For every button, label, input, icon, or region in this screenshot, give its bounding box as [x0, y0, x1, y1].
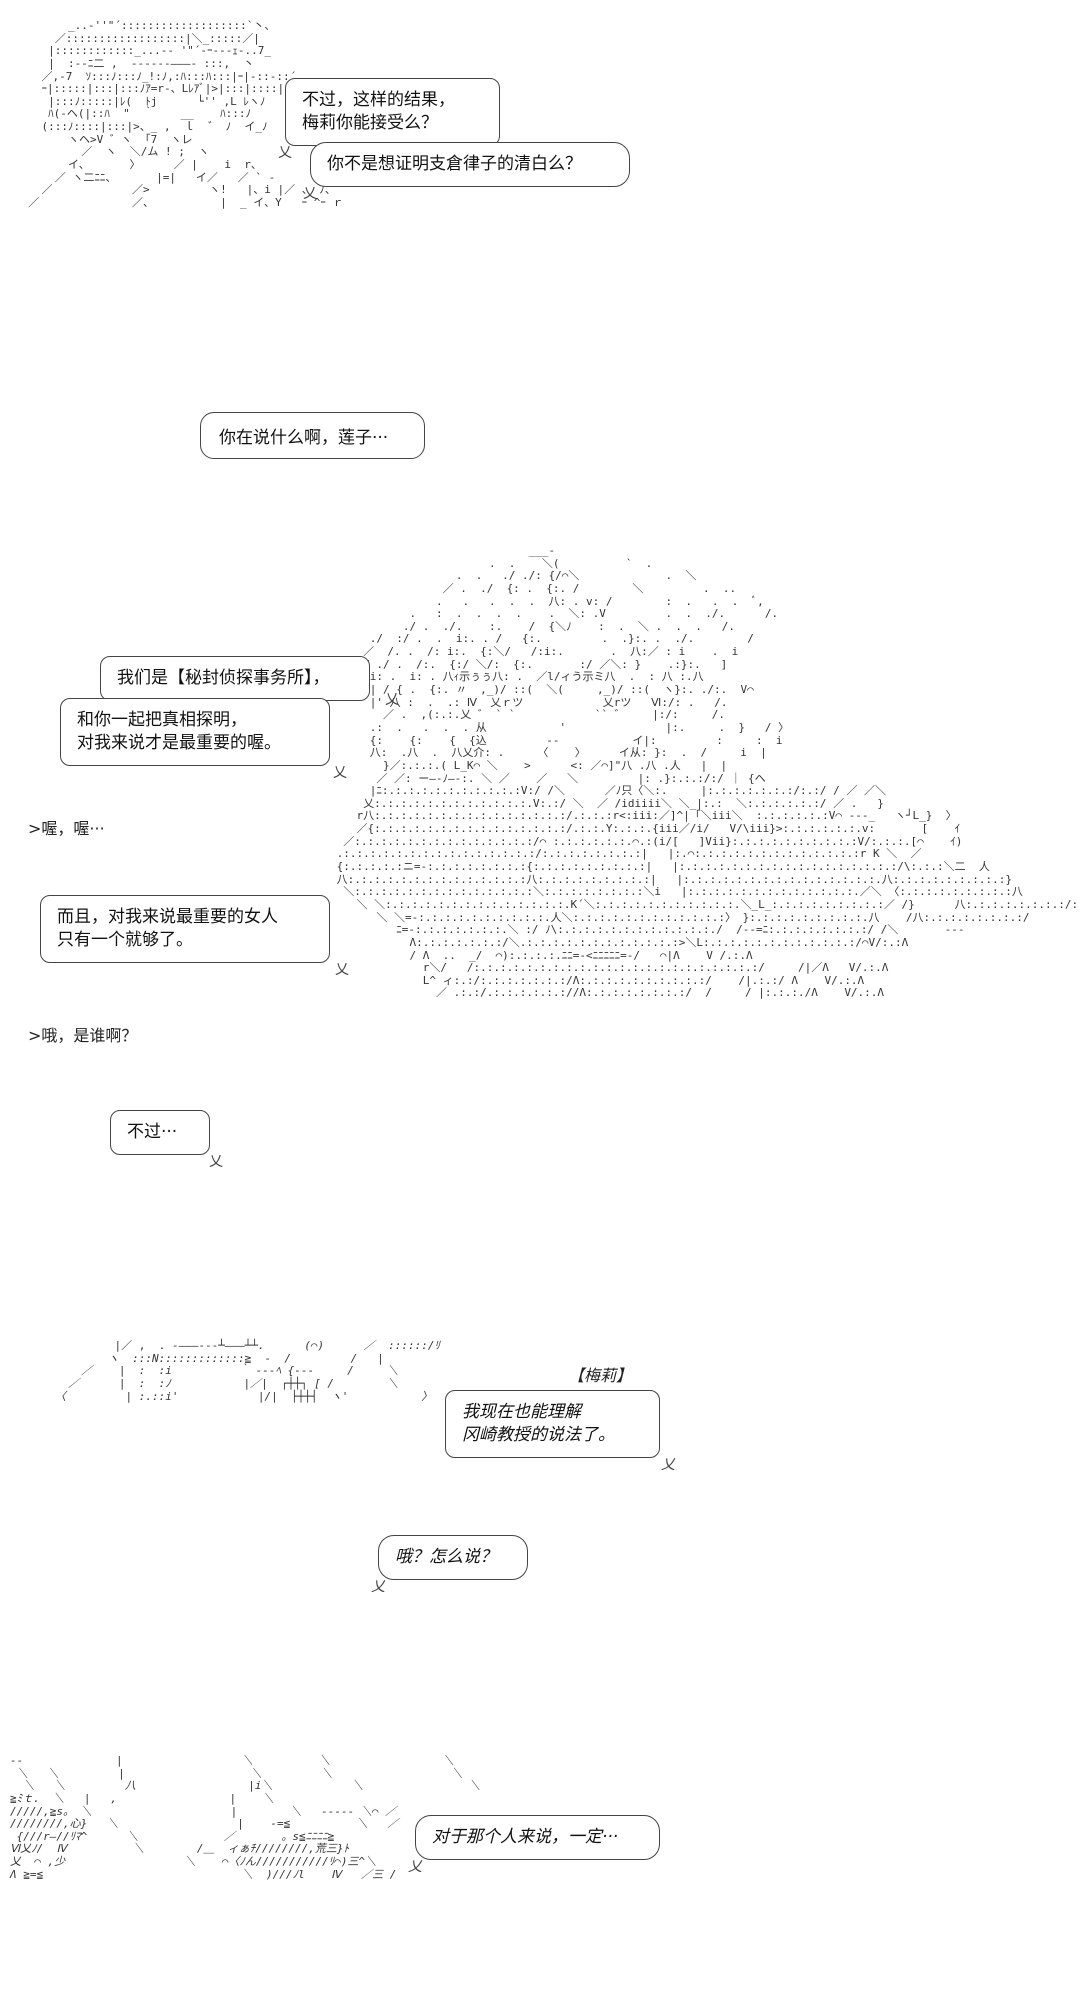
- bubble-line: 和你一起把真相探明，: [77, 710, 247, 730]
- bubble-line: 不过···: [127, 1122, 178, 1142]
- speech-bubble-result: 不过，这样的结果， 梅莉你能接受么？ 乂: [278, 78, 500, 161]
- bubble-tail-icon: 乂: [333, 764, 347, 781]
- bubble-tail-icon: 乂: [335, 961, 349, 978]
- speech-bubble-however: 不过··· 乂: [110, 1110, 223, 1170]
- bubble-tail-icon: 乂: [408, 1859, 422, 1876]
- bubble-tail-icon: 乂: [371, 1579, 385, 1596]
- speech-bubble-understand-professor: 我现在也能理解 冈崎教授的说法了。 乂: [445, 1390, 675, 1473]
- bubble-line: 冈崎教授的说法了。: [462, 1424, 615, 1445]
- ascii-art-renko-thinking: |／ , . -―――‐‐‐┴―――┴┴. (⌒) ／ ::::::/ﾘ ヽ :…: [35, 1339, 440, 1403]
- bubble-line: 不过，这样的结果，: [302, 90, 455, 110]
- speech-bubble-what-are-you-saying: 你在说什么啊，莲子···: [200, 412, 425, 459]
- bubble-line: 对我来说才是最重要的喔。: [77, 732, 281, 753]
- ascii-art-renko-hat: _..-''"´:::::::::::::::::::`丶、 ／::::::::…: [28, 19, 344, 209]
- speech-bubble-truth-most-important: 和你一起把真相探明， 对我来说才是最重要的喔。 乂: [60, 698, 347, 781]
- bubble-text: 你在说什么啊，莲子···: [219, 428, 389, 448]
- bubble-line: 我们是【秘封侦探事务所】，: [117, 668, 330, 688]
- speech-bubble-how-so: 哦？怎么说？ 乂: [371, 1535, 528, 1595]
- bubble-tail-icon: 乂: [278, 144, 292, 161]
- bubble-tail-icon: 乂: [661, 1456, 675, 1473]
- bubble-line: 梅莉你能接受么？: [302, 112, 438, 133]
- speech-bubble-innocence: 你不是想证明支倉律子的清白么？ 乂: [303, 142, 630, 202]
- bubble-line: 而且，对我来说最重要的女人: [57, 907, 278, 927]
- speech-bubble-occult-detective: 我们是【秘封侦探事务所】， 乂: [100, 656, 399, 708]
- bubble-tail-icon: 乂: [303, 186, 317, 203]
- bubble-line: 你不是想证明支倉律子的清白么？: [327, 154, 582, 174]
- bubble-line: 对于那个人来说，一定···: [432, 1827, 619, 1847]
- narration-who-is-it: >哦，是谁啊？: [28, 1026, 138, 1045]
- narration-oh-oh: >喔，喔···: [28, 819, 105, 838]
- bubble-tail-icon: 乂: [209, 1154, 223, 1171]
- bubble-line: 我现在也能理解: [462, 1402, 581, 1422]
- bubble-line: 哦？怎么说？: [395, 1547, 497, 1567]
- ascii-art-closing-scene: -- | ＼ ＼ ＼ ＼ ＼ | ＼ ＼ ＼ ＼ ＼ 八 |i＼ ＼ ＼: [10, 1754, 480, 1881]
- bubble-line: 只有一个就够了。: [57, 929, 193, 950]
- speaker-label-maribel: 【梅莉】: [568, 1366, 633, 1385]
- ascii-art-maribel-blush: ___‐ . . ＼( ` . . . ./ ./: {/⌒＼ . ＼ ／ . …: [336, 544, 1080, 1000]
- bubble-tail-icon: 乂: [385, 692, 399, 709]
- speech-bubble-most-important-woman: 而且，对我来说最重要的女人 只有一个就够了。 乂: [40, 895, 349, 978]
- speech-bubble-for-that-person: 对于那个人来说，一定··· 乂: [408, 1815, 660, 1875]
